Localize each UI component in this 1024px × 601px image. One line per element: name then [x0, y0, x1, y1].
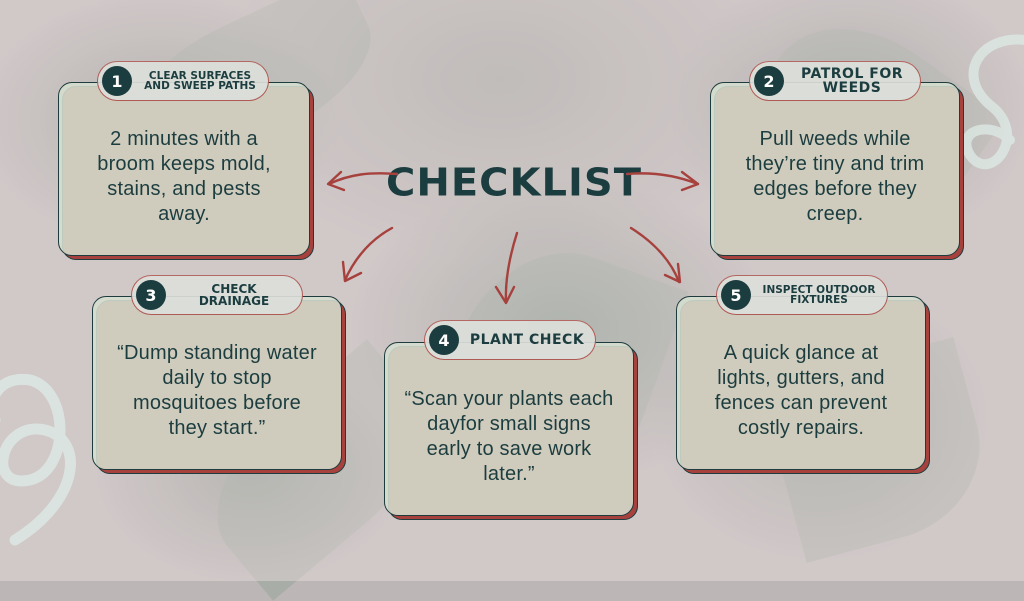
- card-heading-pill-2: 2 PATROL FOR WEEDS: [749, 61, 921, 101]
- heading-line: WEEDS: [822, 80, 882, 96]
- card-body-box: “Dump standing water daily to stop mosqu…: [92, 296, 342, 470]
- checklist-card-3: “Dump standing water daily to stop mosqu…: [92, 296, 346, 474]
- card-body-text: A quick glance at lights, gutters, and f…: [714, 342, 888, 439]
- card-heading: INSPECT OUTDOOR FIXTURES: [751, 283, 887, 306]
- swirl-icon: [961, 34, 1024, 170]
- step-number-badge: 2: [754, 66, 784, 96]
- heading-line: PLANT CHECK: [469, 332, 585, 348]
- checklist-card-5: A quick glance at lights, gutters, and f…: [676, 296, 930, 474]
- card-heading-pill-3: 3 CHECK DRAINAGE: [131, 275, 303, 315]
- step-number-badge: 1: [102, 66, 132, 96]
- card-heading-pill-5: 5 INSPECT OUTDOOR FIXTURES: [716, 275, 888, 315]
- heading-line: DRAINAGE: [198, 294, 270, 308]
- card-body-box: 2 minutes with a broom keeps mold, stain…: [58, 82, 310, 256]
- card-heading-pill-4: 4 PLANT CHECK: [424, 320, 596, 360]
- card-body-text: “Dump standing water daily to stop mosqu…: [117, 342, 317, 439]
- card-body-box: A quick glance at lights, gutters, and f…: [676, 296, 926, 470]
- card-heading-pill-1: 1 CLEAR SURFACES AND SWEEP PATHS: [97, 61, 269, 101]
- card-heading: PLANT CHECK: [459, 333, 595, 347]
- card-heading: PATROL FOR WEEDS: [784, 67, 920, 95]
- card-heading: CLEAR SURFACES AND SWEEP PATHS: [132, 69, 268, 92]
- checklist-card-4: “Scan your plants each dayfor small sign…: [384, 342, 638, 520]
- step-number-badge: 5: [721, 280, 751, 310]
- heading-line: FIXTURES: [790, 294, 848, 306]
- card-body-text: Pull weeds while they’re tiny and trim e…: [745, 128, 925, 225]
- heading-line: PATROL FOR: [801, 66, 903, 82]
- card-body-box: Pull weeds while they’re tiny and trim e…: [710, 82, 960, 256]
- page-title: CHECKLIST: [386, 161, 642, 205]
- heading-line: INSPECT OUTDOOR: [762, 283, 876, 296]
- heading-line: AND SWEEP PATHS: [144, 80, 256, 92]
- heading-line: CHECK: [211, 282, 257, 296]
- swirl-icon: [0, 373, 76, 546]
- heading-line: CLEAR SURFACES: [148, 69, 252, 82]
- checklist-card-2: Pull weeds while they’re tiny and trim e…: [710, 82, 964, 260]
- card-body-box: “Scan your plants each dayfor small sign…: [384, 342, 634, 516]
- card-body-text: 2 minutes with a broom keeps mold, stain…: [97, 128, 271, 225]
- checklist-card-1: 2 minutes with a broom keeps mold, stain…: [58, 82, 314, 260]
- card-body-text: “Scan your plants each dayfor small sign…: [404, 388, 614, 485]
- step-number-badge: 3: [136, 280, 166, 310]
- card-heading: CHECK DRAINAGE: [166, 283, 302, 307]
- step-number-badge: 4: [429, 325, 459, 355]
